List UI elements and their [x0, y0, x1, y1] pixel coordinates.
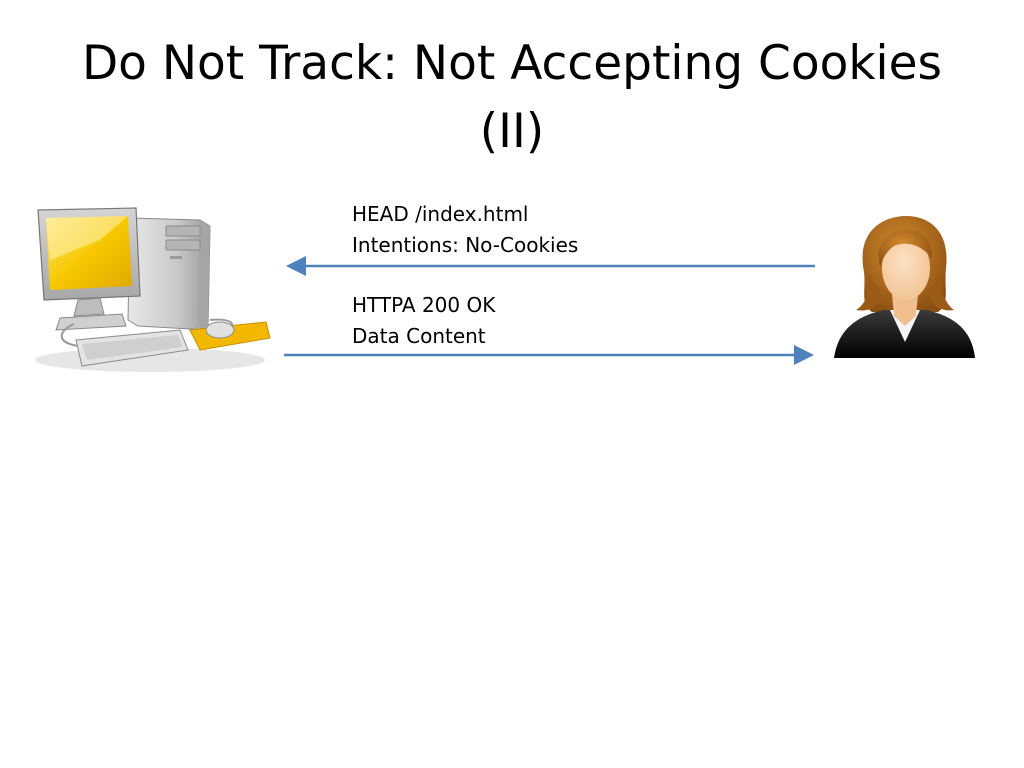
desktop-computer-icon [35, 207, 271, 372]
response-message: HTTPA 200 OK Data Content [352, 290, 495, 352]
title-line-2: (II) [479, 104, 545, 159]
slide-title: Do Not Track: Not Accepting Cookies (II) [40, 30, 984, 166]
woman-user-icon [834, 216, 975, 358]
request-message: HEAD /index.html Intentions: No-Cookies [352, 199, 578, 261]
request-header: Intentions: No-Cookies [352, 233, 579, 257]
response-status: HTTPA 200 OK [352, 293, 496, 317]
response-body: Data Content [352, 324, 486, 348]
title-line-1: Do Not Track: Not Accepting Cookies [81, 36, 943, 91]
request-line: HEAD /index.html [352, 202, 529, 226]
